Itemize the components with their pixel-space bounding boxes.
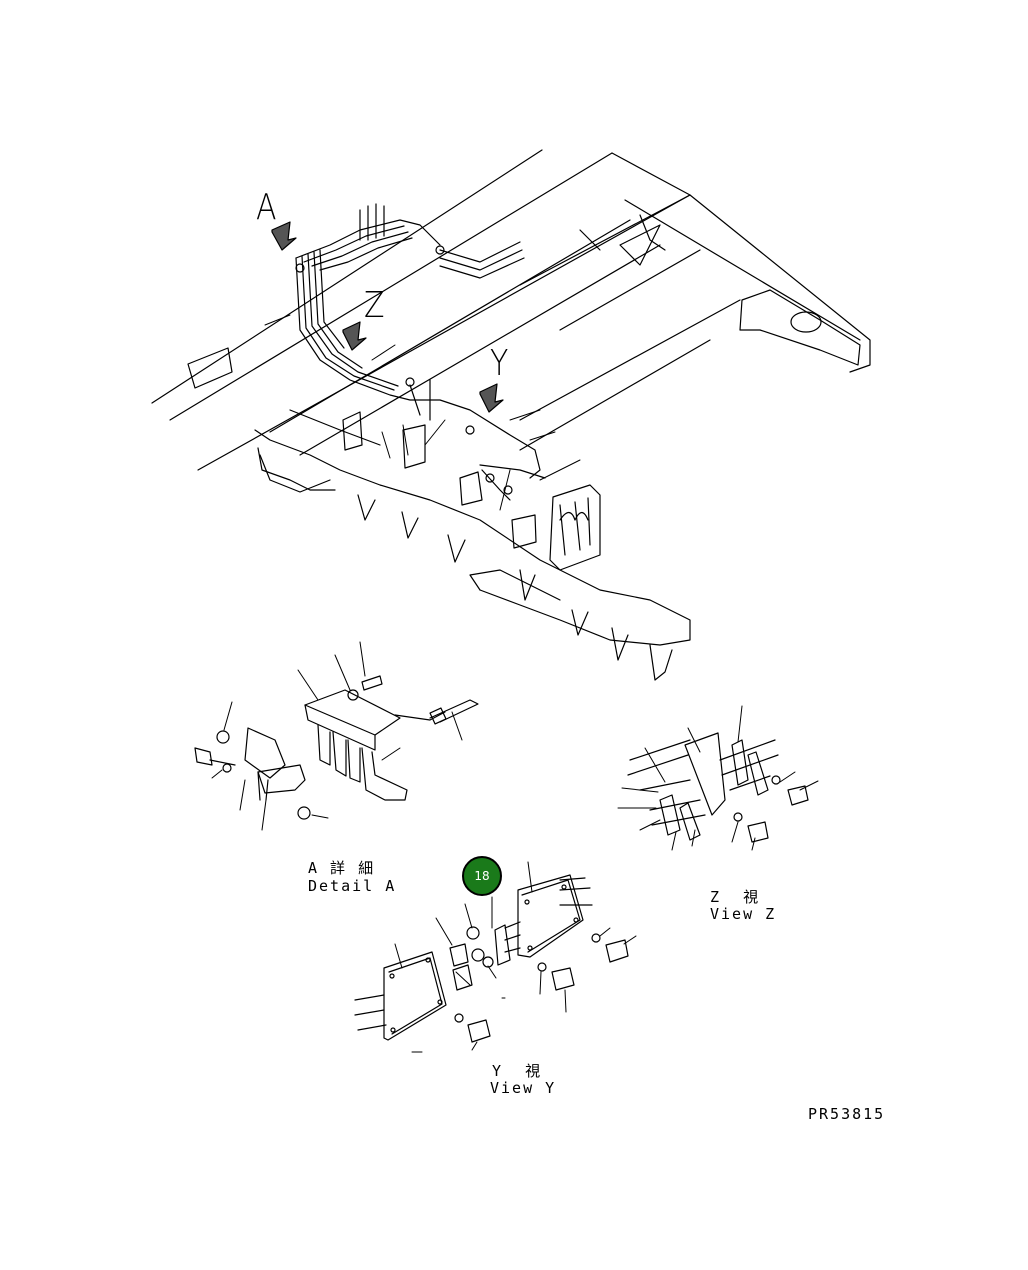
detail-a-caption-en: Detail A [308,877,397,895]
callout-y-label: Y [490,342,509,385]
view-z-caption-jp: Z 視 [710,888,761,906]
detail-a-caption-jp: A 詳 細 [308,859,376,877]
arrow-a-icon [271,221,297,251]
detail-a-leaders [211,641,463,831]
view-y-caption-en: View Y [490,1079,557,1097]
detail-a-drawing [194,675,479,820]
arrow-y-icon [479,383,504,413]
view-z-leaders [617,705,819,851]
drawing-number: PR53815 [808,1105,886,1123]
view-y-leaders [394,861,637,1053]
leader-lines-main [264,314,581,511]
callout-z-label: Z [364,284,385,327]
view-z-drawing [627,732,809,843]
part-hotspot-18[interactable]: 18 [462,856,502,896]
hydraulic-pipes [295,203,546,501]
view-arrows [271,221,504,413]
view-z-caption-en: View Z [710,905,777,923]
view-y-caption-jp: Y 視 [492,1062,543,1080]
view-y-drawing [354,874,629,1043]
arrow-z-icon [342,321,367,351]
main-frame-assembly [151,149,871,681]
callout-a-label: A [256,186,277,229]
